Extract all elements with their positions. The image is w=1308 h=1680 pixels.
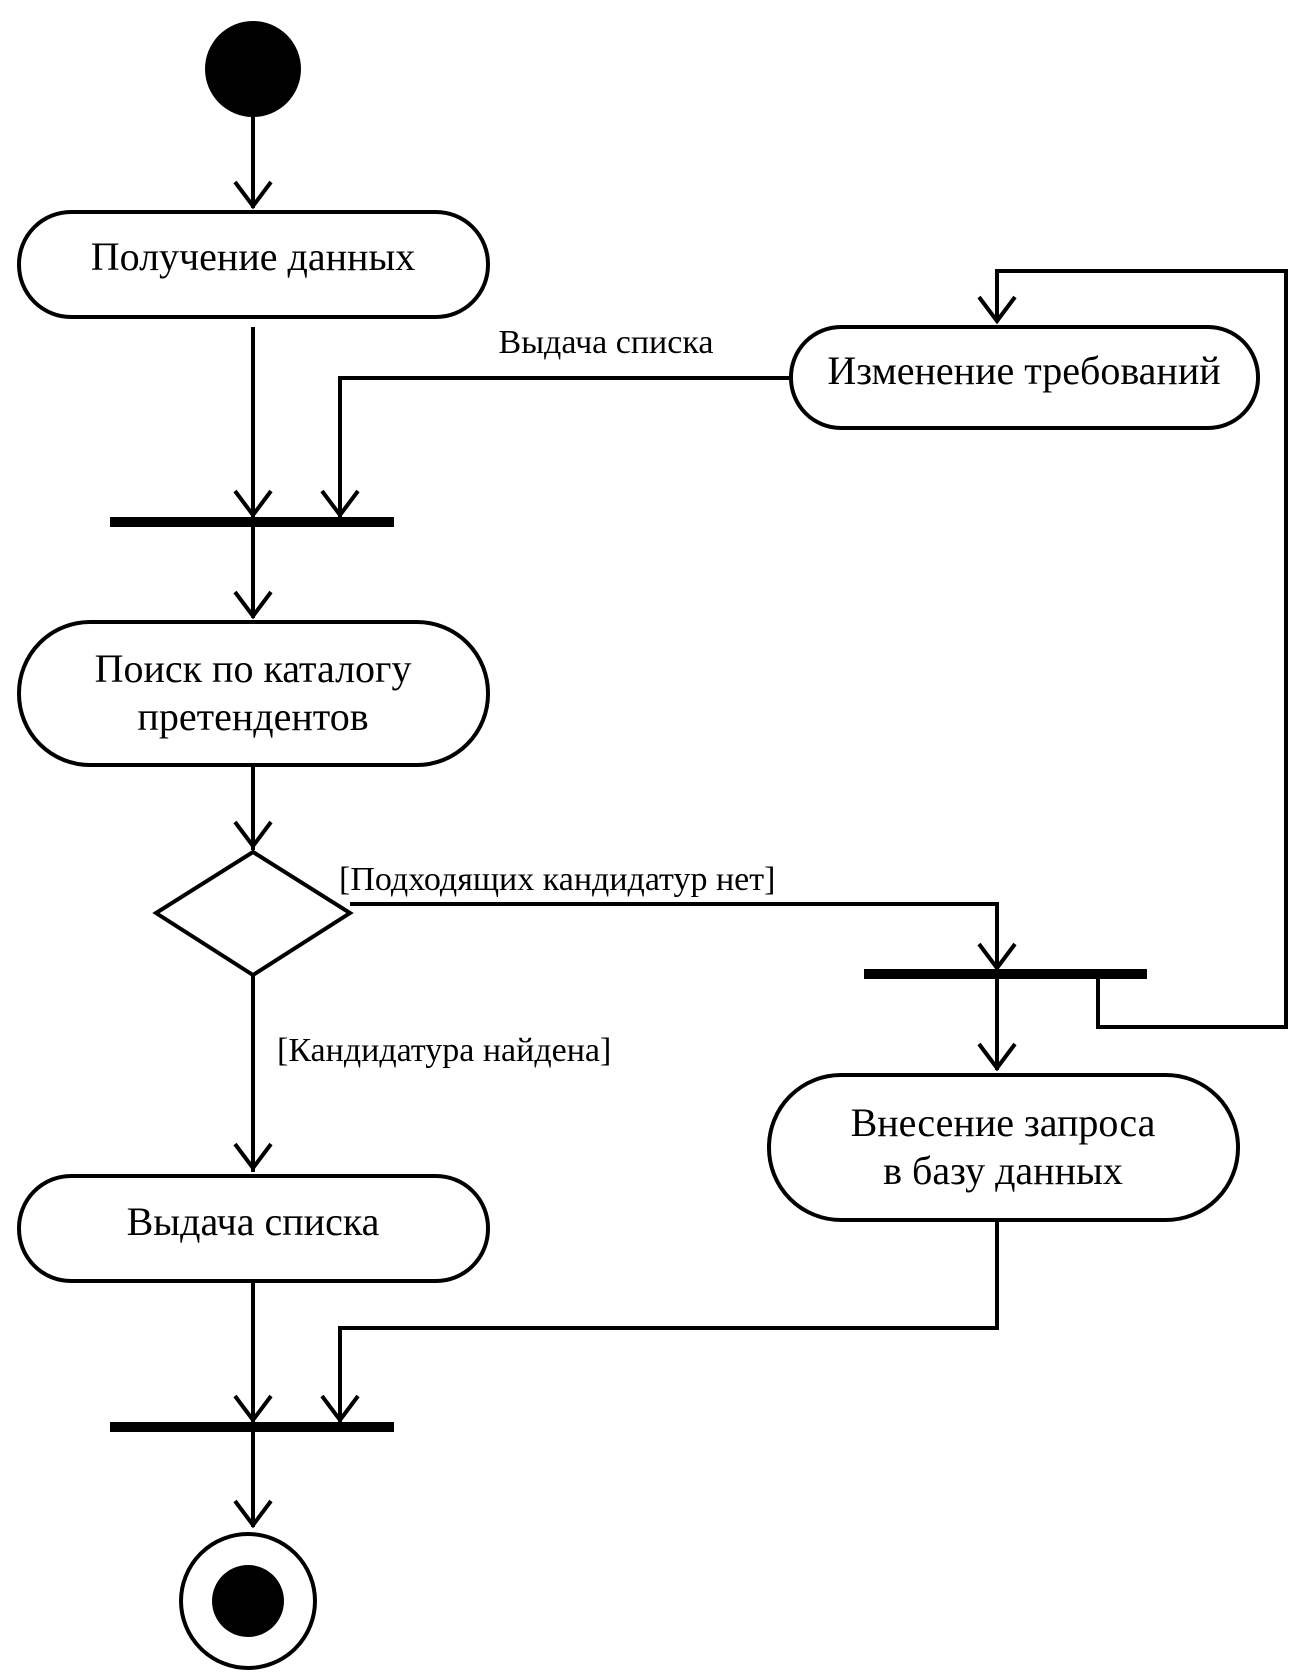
- action-db-request: [767, 1073, 1240, 1222]
- arrowhead: [977, 1042, 1017, 1072]
- arrowhead: [233, 1499, 273, 1529]
- decision-node: [152, 849, 354, 978]
- action-get-data: [17, 210, 490, 319]
- final-node-inner: [212, 1565, 284, 1637]
- action-search-catalog-label-line1: Поиск по каталогу: [95, 646, 412, 691]
- flow-decision-no-candidates: [350, 902, 999, 972]
- action-get-data-label: Получение данных: [91, 234, 416, 279]
- initial-node: [205, 21, 301, 117]
- flow-db-request-to-join-3: [338, 1220, 999, 1425]
- arrowhead: [977, 942, 1017, 972]
- edge-label-no-candidates: [Подходящих кандидатур нет]: [339, 861, 775, 898]
- action-change-requirements-label: Изменение требований: [827, 348, 1220, 393]
- arrowhead: [320, 489, 360, 519]
- arrowhead: [233, 489, 273, 519]
- edge-label-candidate-found: [Кандидатура найдена]: [277, 1032, 611, 1069]
- flow-join-2-to-change-requirements: [995, 269, 1288, 1029]
- arrowhead: [233, 590, 273, 620]
- action-db-request-label-line1: Внесение запроса: [851, 1100, 1156, 1145]
- arrowhead: [233, 1394, 273, 1424]
- arrowhead: [320, 1394, 360, 1424]
- edge-label-issue-list: Выдача списка: [499, 324, 714, 361]
- action-search-catalog-label-line2: претендентов: [137, 694, 368, 739]
- action-db-request-label-line2: в базу данных: [883, 1148, 1123, 1193]
- arrowhead: [977, 295, 1017, 325]
- arrowhead: [233, 1142, 273, 1172]
- arrowhead: [233, 180, 273, 210]
- arrowhead: [233, 820, 273, 850]
- flow-change-requirements-to-join-1: [338, 376, 791, 520]
- action-issue-list-label: Выдача списка: [127, 1199, 380, 1244]
